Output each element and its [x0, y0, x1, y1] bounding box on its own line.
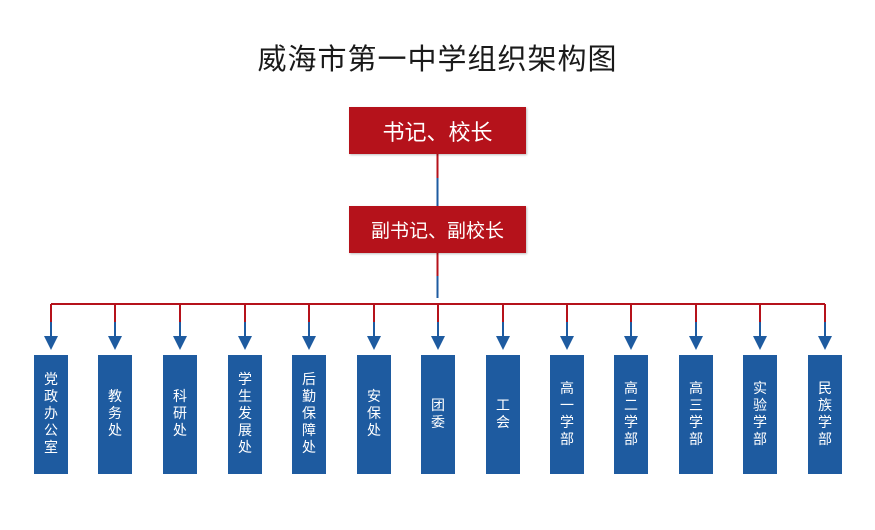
- department-box: 高一学部: [550, 355, 584, 474]
- department-box: 安保处: [357, 355, 391, 474]
- department-box: 工会: [486, 355, 520, 474]
- department-box: 高二学部: [614, 355, 648, 474]
- vice-principal-box: 副书记、副校长: [349, 206, 526, 253]
- department-box: 党政办公室: [34, 355, 68, 474]
- department-box: 团委: [421, 355, 455, 474]
- chart-title: 威海市第一中学组织架构图: [257, 42, 618, 76]
- department-box: 实验学部: [743, 355, 777, 474]
- department-box: 民族学部: [808, 355, 842, 474]
- department-box: 教务处: [98, 355, 132, 474]
- principal-box: 书记、校长: [349, 107, 526, 154]
- department-box: 后勤保障处: [292, 355, 326, 474]
- department-box: 科研处: [163, 355, 197, 474]
- department-box: 学生发展处: [228, 355, 262, 474]
- department-box: 高三学部: [679, 355, 713, 474]
